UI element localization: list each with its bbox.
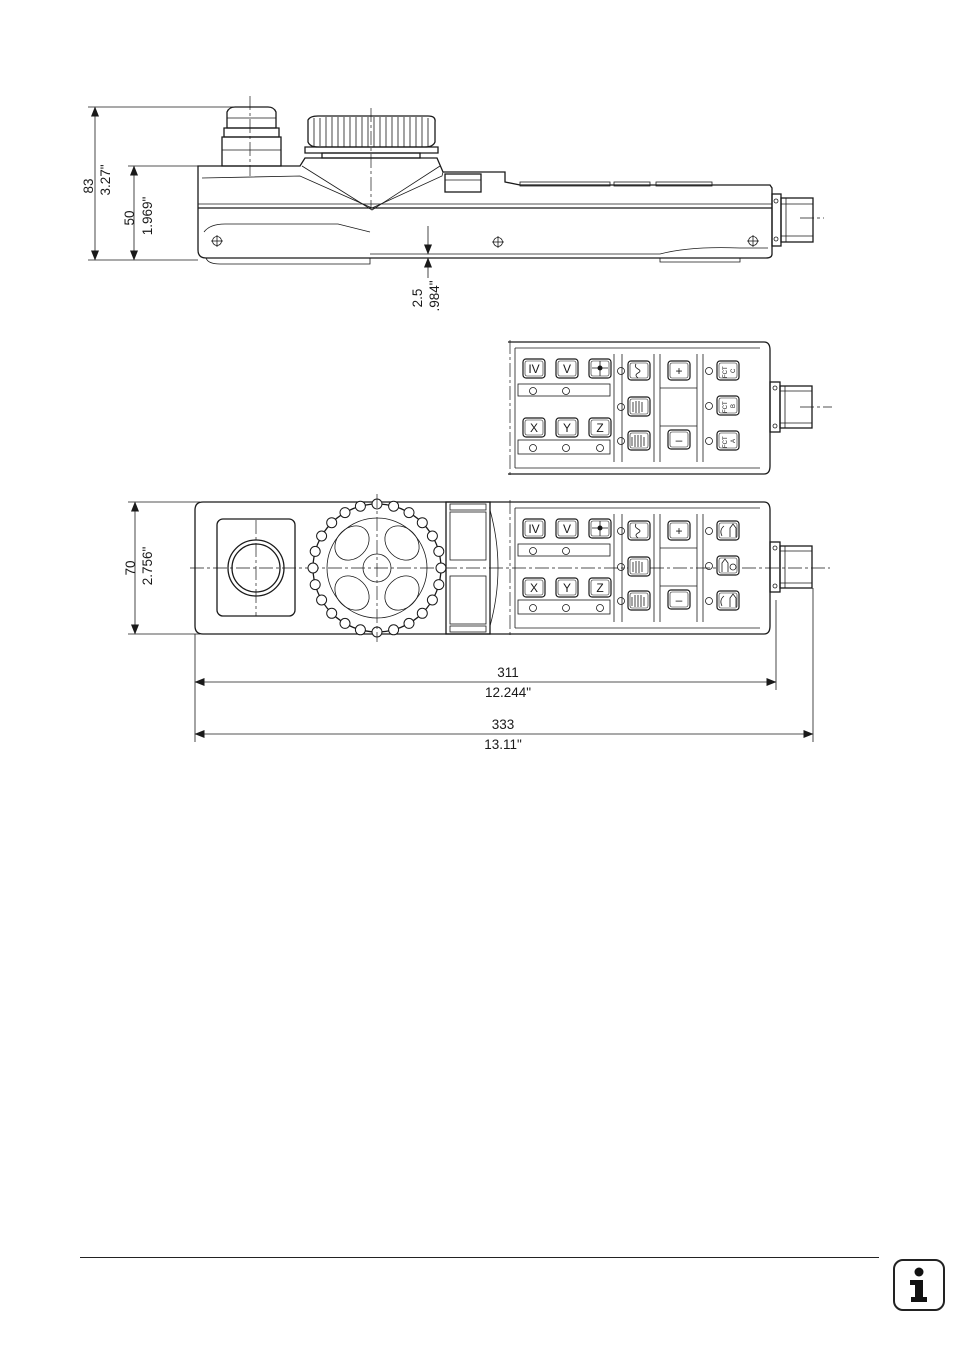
handwheel-tooth bbox=[403, 507, 415, 519]
handwheel-tooth bbox=[326, 607, 338, 619]
handwheel-tooth bbox=[388, 500, 400, 512]
dim-length-total-in: 13.11" bbox=[484, 737, 522, 752]
keypad-top: IV V X Y Z + – bbox=[509, 500, 760, 636]
rapid-traverse-icon bbox=[592, 361, 608, 376]
key-v-label: V bbox=[563, 362, 571, 376]
key-iv-label: IV bbox=[528, 362, 539, 376]
dim-length-body-mm: 311 bbox=[497, 665, 519, 680]
handwheel-tooth bbox=[316, 530, 328, 542]
handwheel-tooth bbox=[433, 545, 445, 557]
handwheel-tooth bbox=[433, 579, 445, 591]
key-fct-c-letter: C bbox=[731, 368, 737, 373]
key-plus-label: + bbox=[675, 364, 682, 378]
key-iv-top-label: IV bbox=[528, 522, 539, 536]
key-minus-top-label: – bbox=[676, 593, 683, 607]
cable-connector-top-2 bbox=[769, 541, 813, 593]
top-view-dimensions bbox=[128, 501, 814, 742]
key-fct-a-label: FCT bbox=[723, 436, 729, 448]
handwheel-tooth bbox=[416, 607, 428, 619]
key-y-label: Y bbox=[563, 421, 571, 435]
key-fct-b-letter: B bbox=[731, 404, 737, 408]
key-z-top-label: Z bbox=[596, 581, 603, 595]
emergency-stop-top bbox=[216, 518, 296, 617]
key-v-top-label: V bbox=[563, 522, 571, 536]
side-view-dimensions bbox=[88, 96, 436, 278]
side-view: 83 3.27" 50 1.969" 2.5 .984" bbox=[81, 96, 824, 312]
rapid-traverse-icon bbox=[592, 521, 608, 536]
key-rapid-traverse[interactable] bbox=[588, 358, 612, 379]
feed-icon bbox=[634, 363, 641, 379]
screw-left bbox=[211, 235, 223, 247]
spindle-stop-icon bbox=[721, 558, 737, 572]
screw-right bbox=[747, 235, 759, 247]
dim-height-total-in: 3.27" bbox=[98, 164, 113, 195]
key-minus-label: – bbox=[676, 433, 683, 447]
handwheel-tooth bbox=[388, 624, 400, 636]
handwheel-tooth bbox=[426, 530, 438, 542]
handwheel-tooth bbox=[339, 507, 351, 519]
top-view: IV V X Y Z + – bbox=[123, 494, 830, 752]
handwheel-top bbox=[307, 494, 447, 642]
handwheel-tooth bbox=[316, 594, 328, 606]
handwheel-tooth bbox=[307, 562, 319, 574]
key-x-top-label: X bbox=[530, 581, 538, 595]
key-z-label: Z bbox=[596, 421, 603, 435]
key-fct-b-label: FCT bbox=[723, 401, 729, 413]
dim-width-in: 2.756" bbox=[140, 547, 155, 586]
spindle-icon bbox=[632, 561, 643, 573]
dim-height-body-mm: 50 bbox=[122, 210, 137, 225]
keypad-variant-fct: IV V X Y Z + – FCT C bbox=[508, 340, 832, 476]
cable-connector-top-1 bbox=[769, 381, 832, 433]
key-fct-a-letter: A bbox=[731, 439, 737, 443]
handwheel-tooth bbox=[416, 517, 428, 529]
handwheel-tooth bbox=[326, 517, 338, 529]
key-plus-top-label: + bbox=[675, 524, 682, 538]
info-icon bbox=[893, 1259, 945, 1311]
handwheel-tooth bbox=[354, 624, 366, 636]
handwheel-tooth bbox=[309, 545, 321, 557]
handwheel-tooth bbox=[435, 562, 447, 574]
grip-panel bbox=[445, 501, 499, 635]
handwheel-tooth bbox=[339, 617, 351, 629]
dim-length-body-in: 12.244" bbox=[485, 685, 531, 700]
emergency-stop-side bbox=[221, 106, 282, 167]
info-glyph bbox=[910, 1267, 927, 1302]
screw-center bbox=[492, 236, 504, 248]
footer-rule bbox=[80, 1257, 879, 1258]
key-y-top-label: Y bbox=[563, 581, 571, 595]
housing-side bbox=[197, 157, 773, 265]
spindle-ccw-icon bbox=[720, 523, 737, 537]
dim-height-body-in: 1.969" bbox=[140, 197, 155, 236]
spindle-icon bbox=[632, 401, 643, 413]
handwheel-tooth bbox=[403, 617, 415, 629]
spindle-cw-icon bbox=[720, 593, 737, 607]
handwheel-tooth bbox=[426, 594, 438, 606]
key-x-label: X bbox=[530, 421, 538, 435]
cable-connector-side bbox=[771, 193, 824, 247]
dim-base-offset-in: .984" bbox=[427, 280, 442, 311]
handwheel-tooth bbox=[309, 579, 321, 591]
handwheel-side bbox=[304, 108, 439, 208]
dim-width-mm: 70 bbox=[123, 560, 138, 575]
handwheel-tooth bbox=[354, 500, 366, 512]
dim-length-total-mm: 333 bbox=[492, 717, 515, 732]
dim-base-offset-mm: 2.5 bbox=[410, 289, 425, 308]
key-fct-c-label: FCT bbox=[723, 366, 729, 378]
dim-height-total-mm: 83 bbox=[81, 178, 96, 193]
feed-icon bbox=[634, 523, 641, 539]
